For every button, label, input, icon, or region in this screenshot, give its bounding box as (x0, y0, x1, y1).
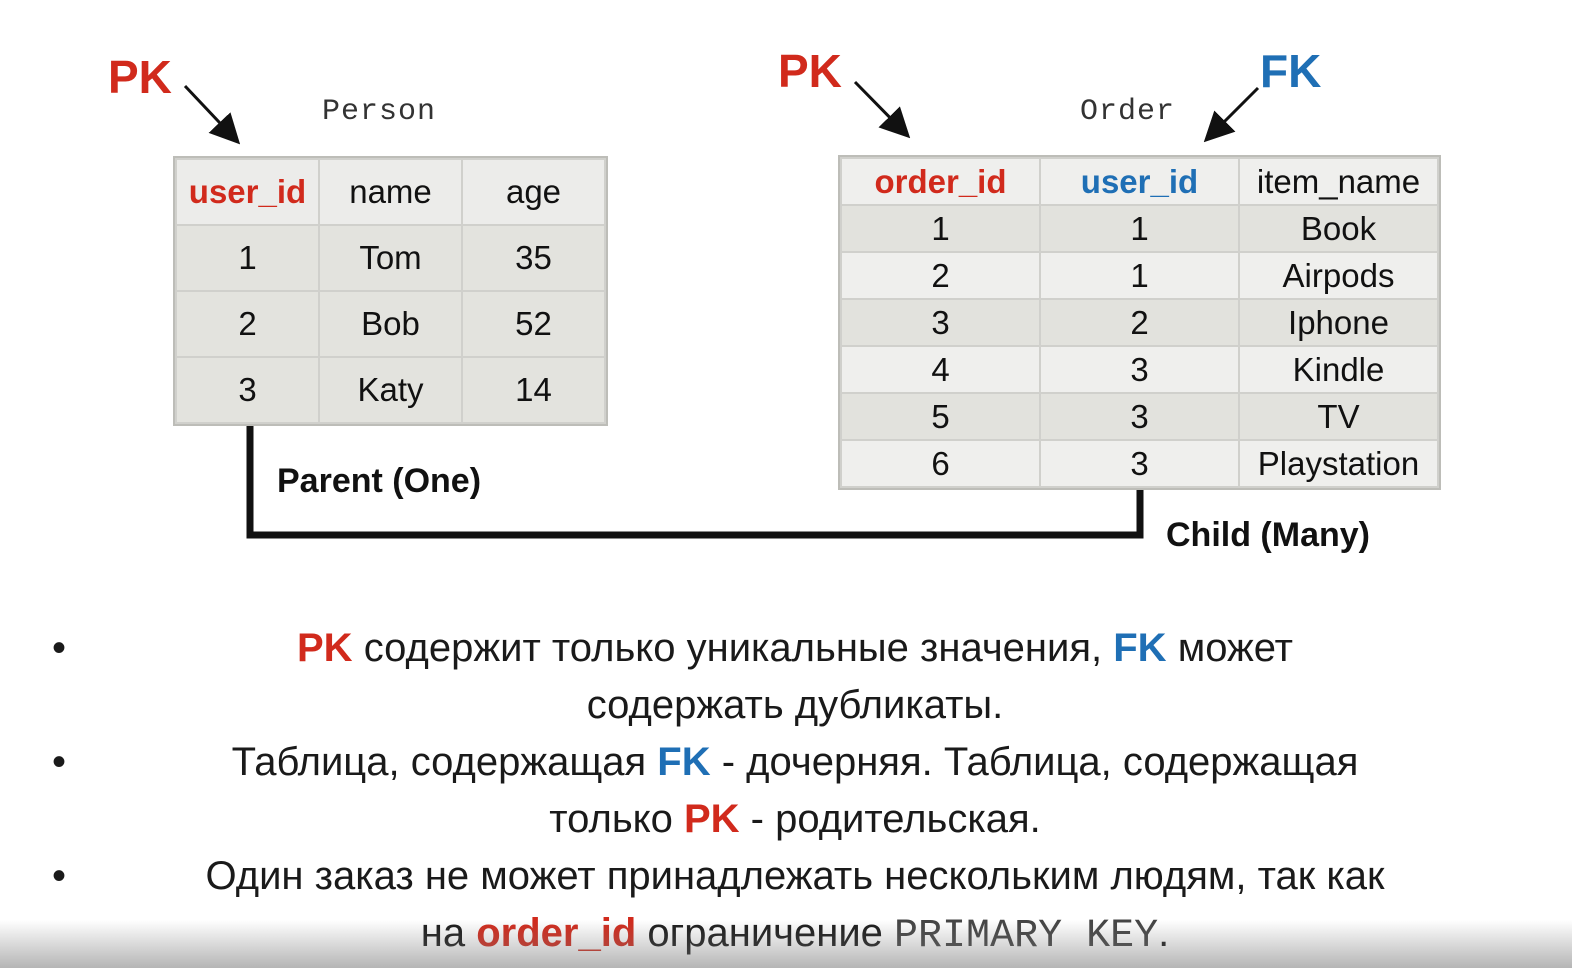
table-cell: 3 (840, 298, 1041, 347)
table-cell: 1 (175, 224, 320, 292)
pk-term: PK (297, 626, 353, 670)
bullet-list: • PK содержит только уникальные значения… (40, 620, 1550, 965)
pk-order-arrow (853, 80, 911, 139)
fk-label-order: FK (1260, 45, 1322, 97)
fk-term: FK (1113, 626, 1167, 670)
bullet-1-line-2: содержать дубликаты. (586, 683, 1004, 727)
relationship-connector (246, 425, 1144, 539)
table-row: 3 2 Iphone (840, 298, 1439, 347)
bullet-text: . (1158, 911, 1170, 955)
fk-order-arrow (1203, 86, 1260, 143)
pk-label-order: PK (778, 45, 842, 97)
bullet-2-line-2: только PK - родительская. (40, 791, 1550, 848)
table-cell: 1 (840, 204, 1041, 253)
table-row: 2 1 Airpods (840, 251, 1439, 300)
bullet-3-line-2: на order_id ограничение PRIMARY KEY. (40, 905, 1550, 965)
table-cell: 1 (1039, 204, 1240, 253)
bullet-dot: • (52, 626, 67, 670)
table-row: 3 Katy 14 (175, 356, 606, 424)
person-col-name: name (318, 158, 463, 226)
table-cell: 4 (840, 345, 1041, 394)
table-cell: TV (1238, 392, 1439, 441)
table-cell: Katy (318, 356, 463, 424)
child-label: Child (Many) (1166, 516, 1370, 554)
order-col-user-id: user_id (1039, 157, 1240, 206)
bullet-dot: • (52, 740, 67, 784)
table-cell: Book (1238, 204, 1439, 253)
bullet-text: только (549, 797, 684, 841)
bullet-1-line-1: PK содержит только уникальные значения, … (40, 620, 1550, 677)
table-cell: 2 (1039, 298, 1240, 347)
order-table: order_id user_id item_name 1 1 Book 2 1 … (838, 155, 1441, 490)
pk-label-person: PK (108, 51, 172, 103)
table-row: 1 1 Book (840, 204, 1439, 253)
order-col-item-name: item_name (1238, 157, 1439, 206)
table-cell: Bob (318, 290, 463, 358)
table-cell: 5 (840, 392, 1041, 441)
table-cell: 35 (461, 224, 606, 292)
table-cell: 1 (1039, 251, 1240, 300)
bullet-item-2: • Таблица, содержащая FK - дочерняя. Таб… (40, 734, 1550, 848)
parent-label: Parent (One) (277, 462, 482, 500)
bullet-text: может (1166, 626, 1293, 670)
table-cell: Playstation (1238, 439, 1439, 488)
table-cell: Airpods (1238, 251, 1439, 300)
bullet-text: Таблица, содержащая (231, 740, 658, 784)
table-row: 1 Tom 35 (175, 224, 606, 292)
table-cell: 6 (840, 439, 1041, 488)
person-header-row: user_id name age (175, 158, 606, 226)
bullet-text: на (420, 911, 477, 955)
table-cell: 3 (175, 356, 320, 424)
table-cell: 3 (1039, 439, 1240, 488)
table-row: 4 3 Kindle (840, 345, 1439, 394)
table-cell: Iphone (1238, 298, 1439, 347)
bullet-2-line-1: Таблица, содержащая FK - дочерняя. Табли… (40, 734, 1550, 791)
person-col-age: age (461, 158, 606, 226)
bullet-3-line-1: Один заказ не может принадлежать несколь… (205, 854, 1385, 898)
fk-term: FK (657, 740, 711, 784)
person-table-title: Person (322, 95, 437, 129)
table-cell: 3 (1039, 392, 1240, 441)
primary-key-code: PRIMARY KEY (894, 914, 1159, 959)
table-row: 5 3 TV (840, 392, 1439, 441)
bullet-item-3: • Один заказ не может принадлежать неско… (40, 848, 1550, 965)
bullet-text: ограничение (636, 911, 895, 955)
table-cell: 52 (461, 290, 606, 358)
person-table: user_id name age 1 Tom 35 2 Bob 52 3 Kat… (173, 156, 608, 426)
pk-person-arrow (183, 84, 241, 145)
bullet-text: - дочерняя. Таблица, содержащая (710, 740, 1359, 784)
diagram-lines (183, 80, 1260, 539)
table-cell: 2 (840, 251, 1041, 300)
bullet-item-1: • PK содержит только уникальные значения… (40, 620, 1550, 734)
order-table-title: Order (1080, 95, 1176, 129)
table-cell: Tom (318, 224, 463, 292)
bullet-dot: • (52, 854, 67, 898)
table-cell: 14 (461, 356, 606, 424)
order-id-term: order_id (476, 911, 637, 955)
table-cell: 3 (1039, 345, 1240, 394)
table-cell: 2 (175, 290, 320, 358)
bullet-text: содержит только уникальные значения, (352, 626, 1114, 670)
table-cell: Kindle (1238, 345, 1439, 394)
table-row: 2 Bob 52 (175, 290, 606, 358)
pk-term: PK (683, 797, 740, 841)
order-col-order-id: order_id (840, 157, 1041, 206)
order-header-row: order_id user_id item_name (840, 157, 1439, 206)
table-row: 6 3 Playstation (840, 439, 1439, 488)
bullet-text: - родительская. (739, 797, 1041, 841)
person-col-user-id: user_id (175, 158, 320, 226)
